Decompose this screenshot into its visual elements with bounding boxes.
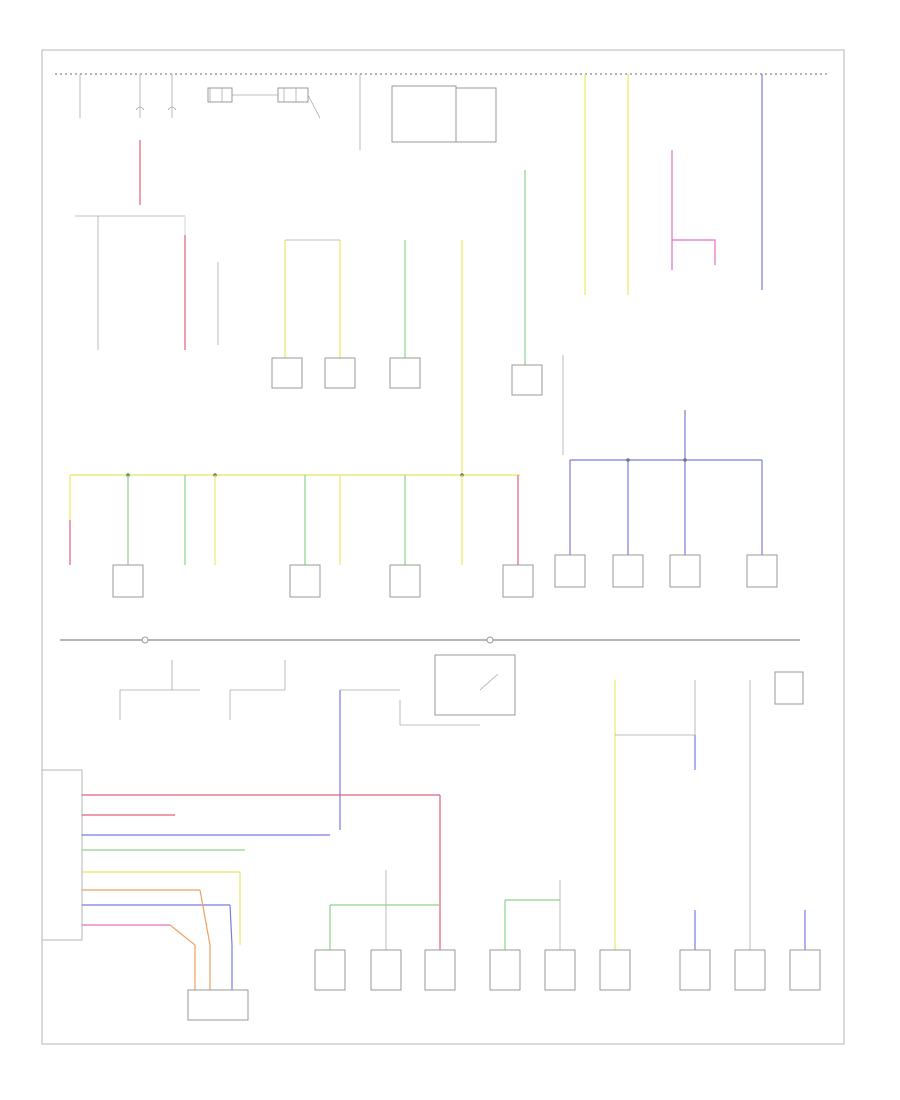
component-bot-5 [544,949,576,991]
component-top-1 [271,357,303,389]
relay-box-top-mid [277,87,309,103]
component-mid-5 [554,554,586,588]
top-relay-switch [455,87,497,143]
component-bot-3 [424,949,456,991]
middle-section [69,355,778,598]
component-bot-9 [789,949,821,991]
top-section [75,74,763,475]
component-mid-3 [389,564,421,598]
relay-box-top-left [207,87,233,103]
bottom-connector-left [187,989,249,1021]
diagram-frame [41,49,845,1045]
relay-bottom-center [434,654,516,716]
component-bot-7 [679,949,711,991]
component-top-2 [324,357,356,389]
top-relay-center [391,85,457,143]
component-mid-7 [669,554,701,588]
component-mid-8 [746,554,778,588]
connector-legend-box [41,769,83,941]
component-mid-1 [112,564,144,598]
component-right-relay [774,671,804,705]
component-top-4 [511,364,543,396]
bottom-section [41,654,821,1021]
component-mid-6 [612,554,644,588]
component-top-3 [389,357,421,389]
component-bot-6 [599,949,631,991]
component-bot-8 [734,949,766,991]
component-bot-4 [489,949,521,991]
component-bot-1 [314,949,346,991]
component-mid-2 [289,564,321,598]
component-mid-4 [502,564,534,598]
component-bot-2 [370,949,402,991]
